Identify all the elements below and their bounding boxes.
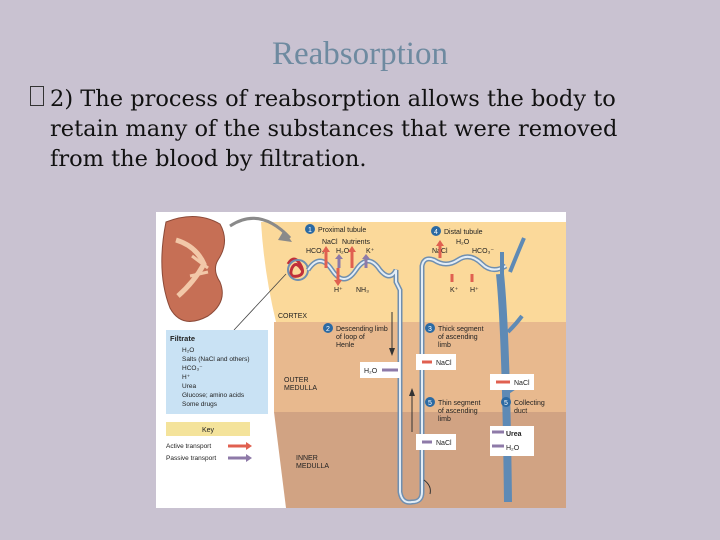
inner-medulla-label-1: INNER [296, 455, 318, 462]
svg-text:4: 4 [434, 229, 438, 236]
svg-text:NaCl: NaCl [514, 380, 530, 387]
thin-segment-label-3: limb [438, 416, 451, 423]
prox-nutrients: Nutrients [342, 239, 371, 246]
collecting-duct [496, 273, 512, 503]
slide-body: 2) The process of reabsorption allows th… [30, 84, 670, 174]
svg-text:3: 3 [428, 326, 432, 333]
step-1-badge [305, 224, 315, 234]
step-3-badge [425, 323, 435, 333]
descending-limb-label-3: Henle [336, 342, 354, 349]
slide-title: Reabsorption [272, 36, 448, 72]
filtrate-heading: Filtrate [170, 334, 195, 343]
nephron-figure: 1 Proximal tubule 4 Distal tubule NaCl N… [156, 212, 566, 508]
prox-hplus: H⁺ [334, 287, 343, 294]
svg-text:Urea: Urea [506, 431, 522, 438]
filtrate-item: HCO₃⁻ [182, 365, 203, 372]
svg-text:5: 5 [504, 400, 508, 407]
thin-segment-label-2: of ascending [438, 408, 478, 415]
descending-limb-label-1: Descending limb [336, 326, 388, 333]
filtrate-item: H₂O [182, 347, 194, 354]
thin-nacl-box [416, 434, 456, 450]
svg-text:5: 5 [428, 400, 432, 407]
key-passive-label: Passive transport [166, 455, 216, 462]
filtrate-item: H⁺ [182, 374, 191, 381]
svg-text:H₂O: H₂O [506, 445, 520, 452]
distal-tubule-label: Distal tubule [444, 229, 483, 236]
key-active-label: Active transport [166, 443, 211, 450]
key-box [166, 422, 250, 436]
filtrate-item: Urea [182, 383, 196, 390]
thick-segment-label-1: Thick segment [438, 326, 484, 333]
outer-medulla-label-2: MEDULLA [284, 385, 317, 392]
dist-hplus: H⁺ [470, 287, 479, 294]
step-4-badge [431, 226, 441, 236]
svg-text:1: 1 [308, 227, 312, 234]
bullet-icon [30, 86, 44, 106]
prox-nacl: NaCl [322, 239, 338, 246]
filtrate-item: Salts (NaCl and others) [182, 356, 250, 363]
filtrate-item: Some drugs [182, 401, 218, 408]
prox-kplus: K⁺ [366, 248, 375, 255]
thick-segment-label-2: of ascending [438, 334, 478, 341]
inner-medulla-label-2: MEDULLA [296, 463, 329, 470]
cortex-zone [261, 222, 566, 322]
step-5-badge [425, 397, 435, 407]
svg-text:H₂O: H₂O [364, 368, 378, 375]
svg-text:NaCl: NaCl [436, 360, 452, 367]
svg-text:2: 2 [326, 326, 330, 333]
outer-medulla-label-1: OUTER [284, 377, 309, 384]
desc-h2o-box [360, 362, 400, 378]
nephron-diagram: 1 Proximal tubule 4 Distal tubule NaCl N… [161, 216, 566, 508]
cortex-label: CORTEX [278, 313, 307, 320]
dist-kplus: K⁺ [450, 287, 459, 294]
descending-limb-label-2: of loop of [336, 334, 365, 341]
slide-body-text: 2) The process of reabsorption allows th… [50, 86, 618, 172]
thick-segment-label-3: limb [438, 342, 451, 349]
step-6-badge [501, 397, 511, 407]
prox-h2o: H₂O [336, 248, 350, 255]
collecting-duct-label-2: duct [514, 408, 527, 415]
filtrate-item: Glucose; amino acids [182, 392, 245, 399]
prox-hco3: HCO₃⁻ [306, 248, 328, 255]
proximal-tubule-label: Proximal tubule [318, 227, 366, 234]
step-2-badge [323, 323, 333, 333]
kidney-icon [161, 216, 225, 322]
svg-text:NaCl: NaCl [436, 440, 452, 447]
prox-nh3: NH₃ [356, 287, 369, 294]
filtrate-box [166, 330, 268, 414]
cd-nacl-box [490, 374, 534, 390]
collecting-duct-label-1: Collecting [514, 400, 545, 407]
dist-h2o: H₂O [456, 239, 470, 246]
thick-nacl-box [416, 354, 456, 370]
dist-hco3: HCO₃⁻ [472, 248, 494, 255]
thin-segment-label-1: Thin segment [438, 400, 480, 407]
key-heading: Key [202, 427, 215, 434]
